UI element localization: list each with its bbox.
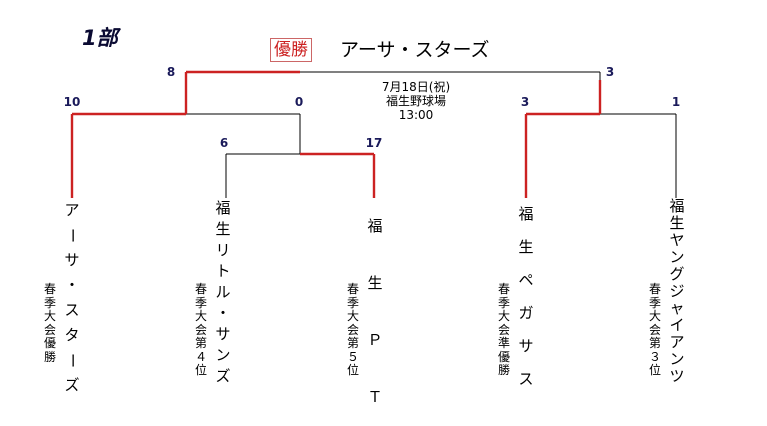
vertical-char: 第 (194, 336, 207, 350)
vertical-char: ー (63, 352, 82, 368)
vertical-char: 季 (43, 295, 56, 310)
vertical-char: ル (215, 283, 231, 301)
score-semi-right-a: 3 (520, 95, 530, 109)
vertical-char: ア (669, 333, 685, 351)
vertical-char: ５ (346, 349, 359, 364)
vertical-char: 福 (518, 205, 534, 223)
match-time: 13:00 (398, 108, 434, 122)
team-name: 福生 Ｐ Ｔ (366, 198, 384, 426)
score-semi-left-a: 10 (63, 95, 81, 109)
vertical-char: 会 (346, 322, 359, 337)
division-title: 1部 (82, 26, 118, 50)
vertical-char: ン (669, 248, 685, 266)
team-name: アーサ・スターズ (63, 198, 82, 398)
vertical-char: ガ (518, 304, 534, 322)
vertical-char: Ｔ (367, 388, 383, 406)
vertical-char: ス (518, 370, 534, 388)
champion-team: アーサ・スターズ (340, 39, 490, 61)
vertical-char: ト (215, 262, 231, 280)
score-r1-b: 17 (365, 136, 383, 150)
match-date: 7月18日(祝) (381, 80, 451, 94)
vertical-char: 大 (194, 309, 207, 323)
champion-badge: 優勝 (270, 38, 312, 62)
team-name: 福生ペガサス (517, 198, 535, 396)
vertical-char: リ (215, 241, 231, 259)
vertical-char: 優 (497, 349, 510, 364)
vertical-char: 会 (497, 322, 510, 337)
vertical-char: 位 (194, 363, 207, 377)
score-semi-left-b: 0 (294, 95, 304, 109)
vertical-char: 大 (43, 309, 56, 323)
vertical-char: タ (64, 326, 80, 344)
vertical-char: 準 (497, 336, 510, 350)
vertical-char: 生 (518, 238, 534, 256)
team-name: 福生リトル・サンズ (214, 198, 232, 387)
match-venue: 福生野球場 (385, 94, 446, 108)
vertical-char: サ (518, 337, 534, 355)
vertical-char: 位 (346, 363, 359, 377)
vertical-char: 春 (194, 282, 207, 296)
vertical-char: ペ (518, 271, 534, 289)
match-info: 7月18日(祝) 福生野球場 13:00 (366, 80, 466, 122)
vertical-char: 大 (346, 309, 359, 323)
vertical-char: 生 (367, 274, 383, 292)
vertical-char: ャ (669, 299, 685, 317)
vertical-char: ・ (64, 276, 80, 294)
score-final-right: 3 (605, 65, 615, 79)
vertical-char: 大 (497, 309, 510, 323)
vertical-char: ズ (64, 376, 80, 394)
score-r1-a: 6 (219, 136, 229, 150)
vertical-char: 季 (497, 295, 510, 310)
vertical-char: 季 (346, 295, 359, 310)
vertical-char: 季 (648, 295, 661, 310)
vertical-char: 春 (346, 282, 359, 296)
vertical-char: 春 (648, 282, 661, 296)
vertical-char: ー (63, 227, 82, 243)
vertical-char: グ (669, 265, 685, 283)
vertical-char: 優 (43, 336, 56, 350)
vertical-char: サ (215, 325, 231, 343)
team-note: 春季大会準優勝 (497, 282, 511, 378)
vertical-char: 福 (367, 217, 383, 235)
vertical-char: 春 (43, 282, 56, 296)
vertical-char: ア (64, 201, 80, 219)
bracket-lines (70, 70, 677, 198)
vertical-char: 会 (648, 322, 661, 337)
score-final-left: 8 (166, 65, 176, 79)
score-semi-right-b: 1 (671, 95, 681, 109)
vertical-char: 位 (648, 363, 661, 377)
vertical-char: 春 (497, 282, 510, 296)
vertical-char: ・ (215, 304, 231, 322)
vertical-char: 勝 (43, 349, 56, 364)
vertical-char: ズ (215, 367, 231, 385)
vertical-char: 生 (215, 220, 231, 238)
vertical-char: 第 (648, 336, 661, 350)
vertical-char: ス (64, 301, 80, 319)
vertical-char: 福 (669, 197, 685, 215)
vertical-char: ヤ (669, 231, 685, 249)
vertical-char: ジ (669, 282, 685, 300)
vertical-char: ３ (648, 349, 661, 364)
vertical-char: 第 (346, 336, 359, 350)
vertical-char: サ (64, 251, 80, 269)
vertical-char: 会 (194, 322, 207, 337)
team-name: 福生ヤングジャイアンツ (668, 198, 686, 385)
vertical-char: ン (215, 346, 231, 364)
vertical-char: ン (669, 350, 685, 368)
vertical-char: 大 (648, 309, 661, 323)
vertical-char: 勝 (497, 363, 510, 377)
vertical-char: 福 (215, 199, 231, 217)
vertical-char: ツ (669, 367, 685, 385)
vertical-char: ４ (194, 349, 207, 364)
vertical-char: Ｐ (367, 331, 383, 349)
vertical-char: 季 (194, 295, 207, 310)
vertical-char: 生 (669, 214, 685, 232)
team-note: 春季大会優勝 (43, 282, 57, 364)
vertical-char: イ (669, 316, 685, 334)
vertical-char: 会 (43, 322, 56, 337)
